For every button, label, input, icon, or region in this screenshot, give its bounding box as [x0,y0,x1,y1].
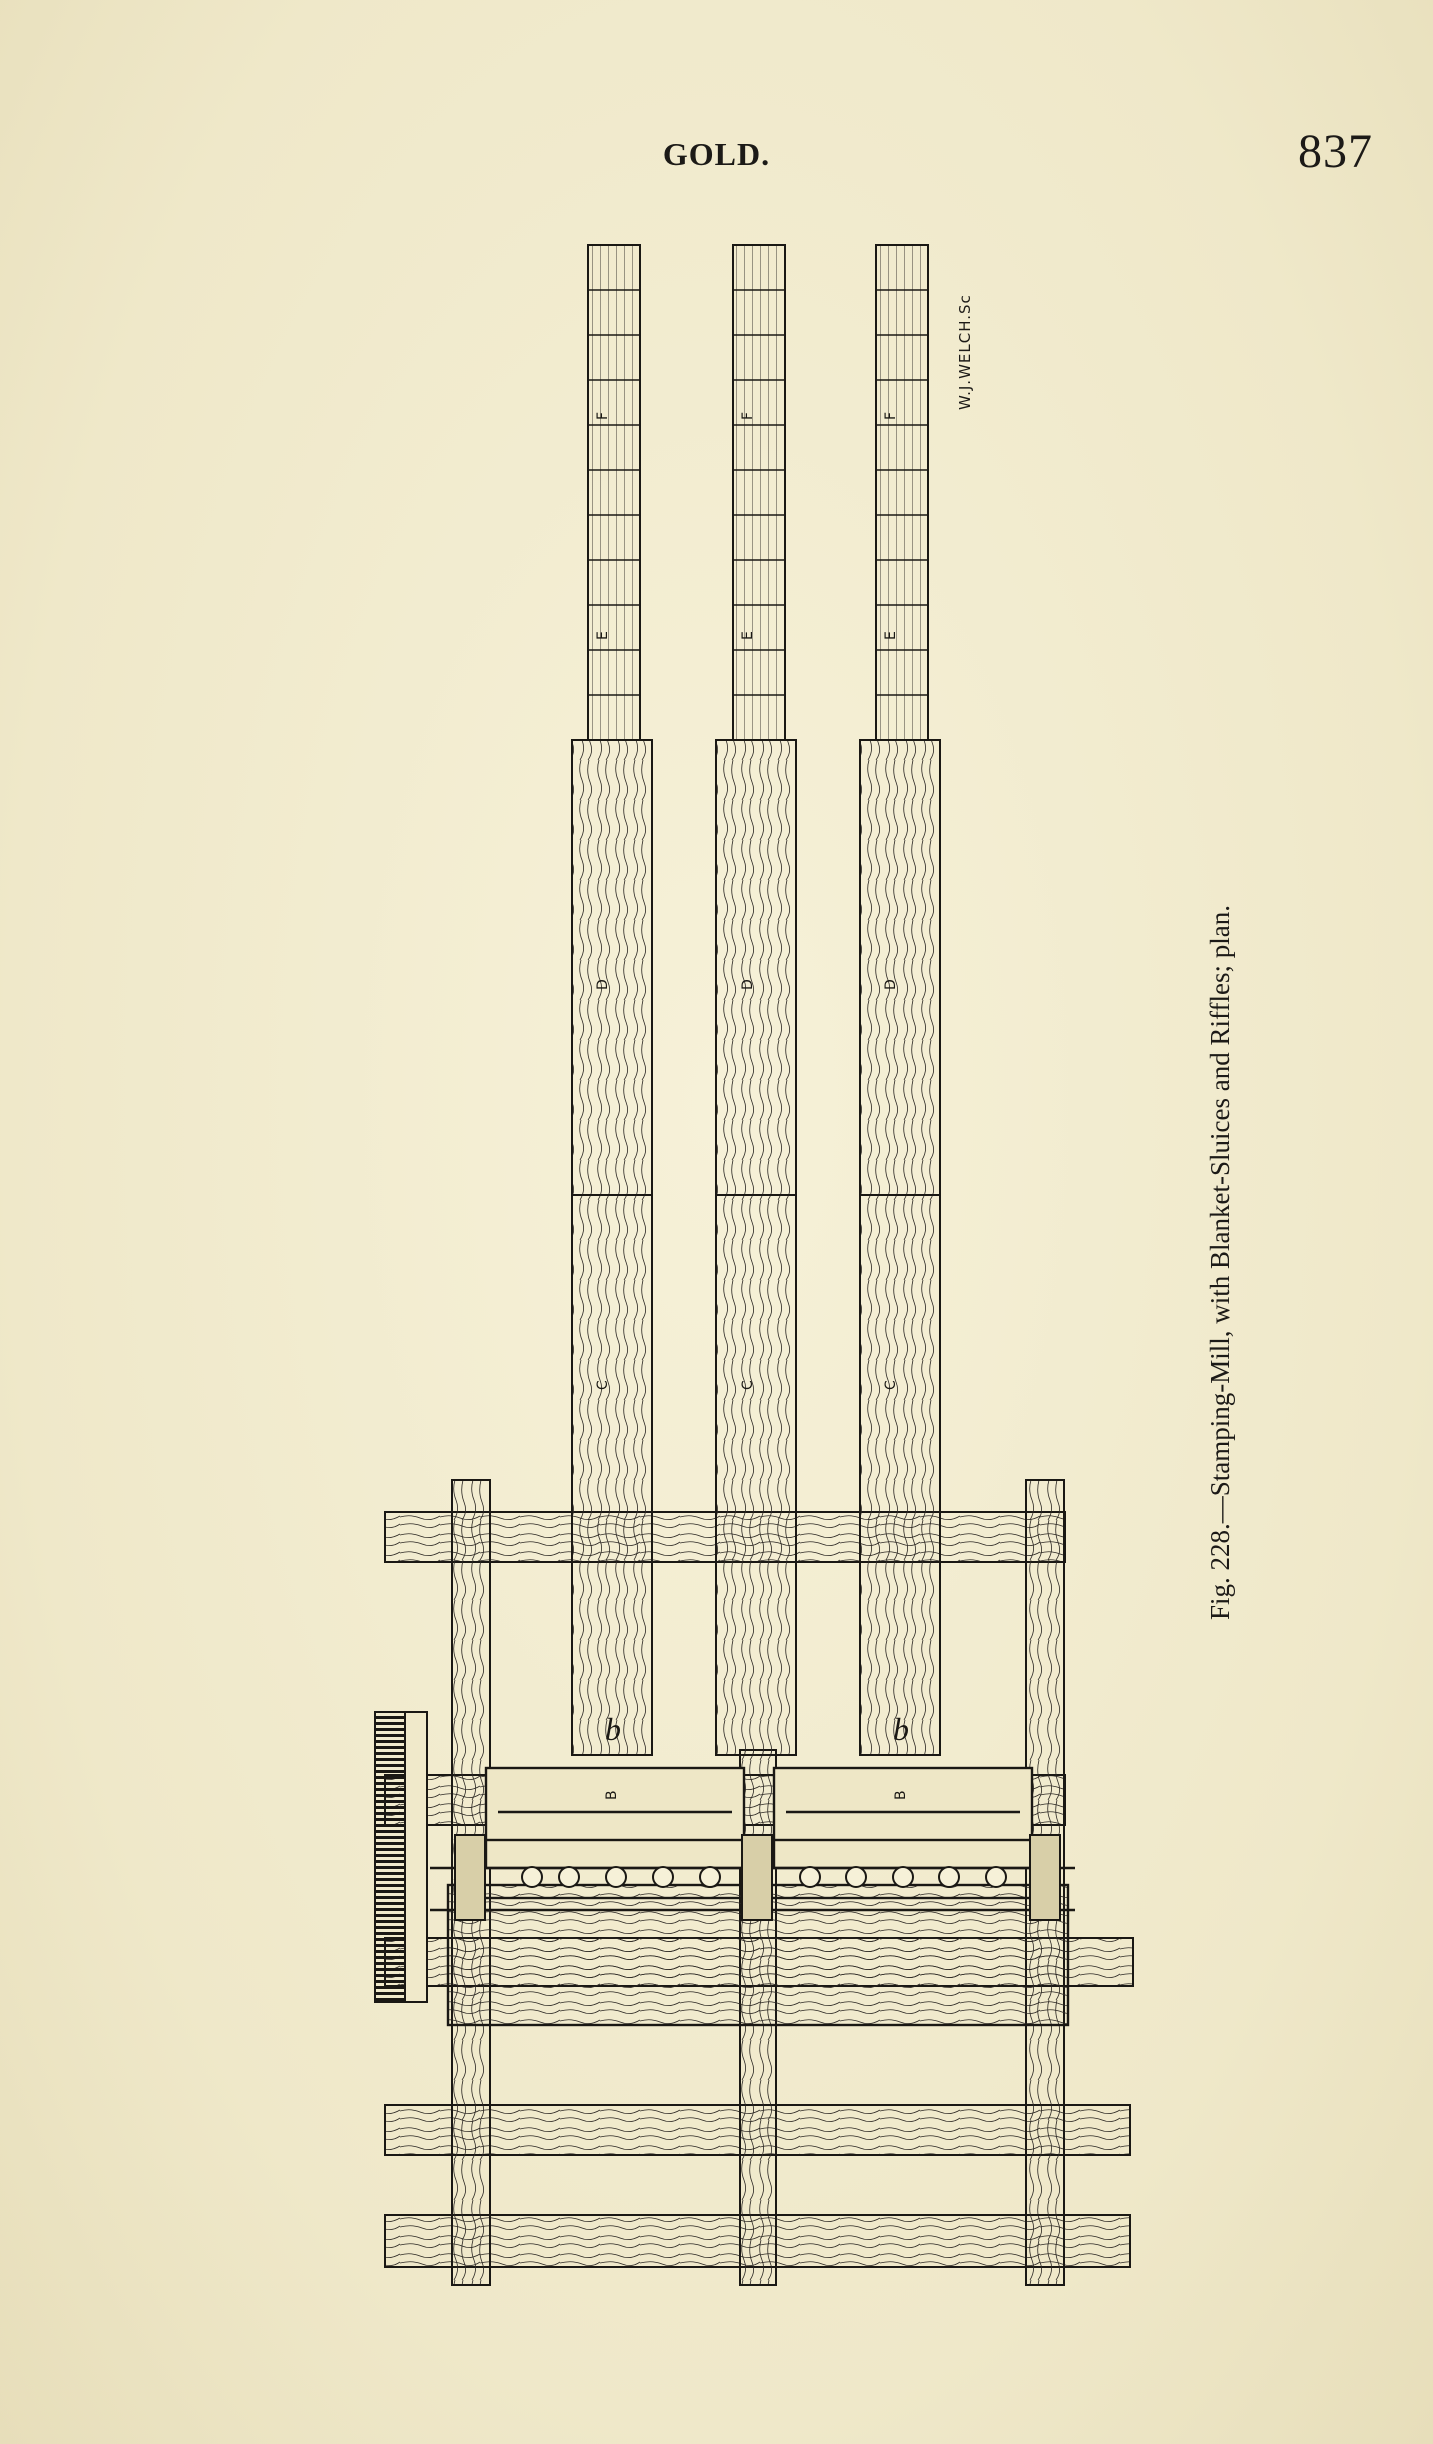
stamp-cams [521,1866,1007,1888]
sluice-middle-sections [571,739,941,1196]
sluice-labels: F E D C b F E D C F E D C b B B [595,412,909,1800]
bearing-left [454,1834,486,1921]
sluice-right-middle [859,739,941,1196]
figure-caption: Fig. 228.—Stamping-Mill, with Blanket-Sl… [1205,905,1235,1620]
bearings [454,1834,1061,1921]
sluice-right-lower [859,1194,941,1756]
drive-pulley [374,1711,428,2003]
label-center-E: E [740,631,756,640]
sluice-center-lower [715,1194,797,1756]
label-left-D: D [595,979,611,990]
label-battery-left-B: B [604,1790,620,1800]
bearing-center [741,1834,773,1921]
label-center-D: D [740,979,756,990]
label-left-F: F [595,412,611,420]
label-battery-right-B: B [893,1790,909,1800]
page-header-title: GOLD. [662,136,771,172]
sluice-left-lower [571,1194,653,1756]
battery-box-right [772,1766,1034,1870]
sluice-lower-sections [571,1194,941,1756]
label-right-b: b [893,1711,909,1747]
sluice-left-middle [571,739,653,1196]
label-left-b: b [605,1711,621,1747]
label-right-C: C [883,1380,899,1390]
label-right-D: D [883,979,899,990]
sluice-upper-cleats [588,289,928,696]
sluice-right-upper [875,244,929,741]
bearing-right [1029,1834,1061,1921]
label-center-F: F [740,412,756,420]
sluice-left-upper [587,244,641,741]
engraver-signature: W.J.WELCH.Sc [956,294,974,410]
label-left-C: C [595,1380,611,1390]
sluice-center-middle [715,739,797,1196]
label-right-F: F [883,412,899,420]
sluice-center-upper [732,244,786,741]
label-right-E: E [883,631,899,640]
battery-box-left [484,1766,746,1870]
label-left-E: E [595,631,611,640]
sluice-upper-sections [587,244,929,741]
label-center-C: C [740,1380,756,1390]
page-number: 837 [1298,125,1373,178]
